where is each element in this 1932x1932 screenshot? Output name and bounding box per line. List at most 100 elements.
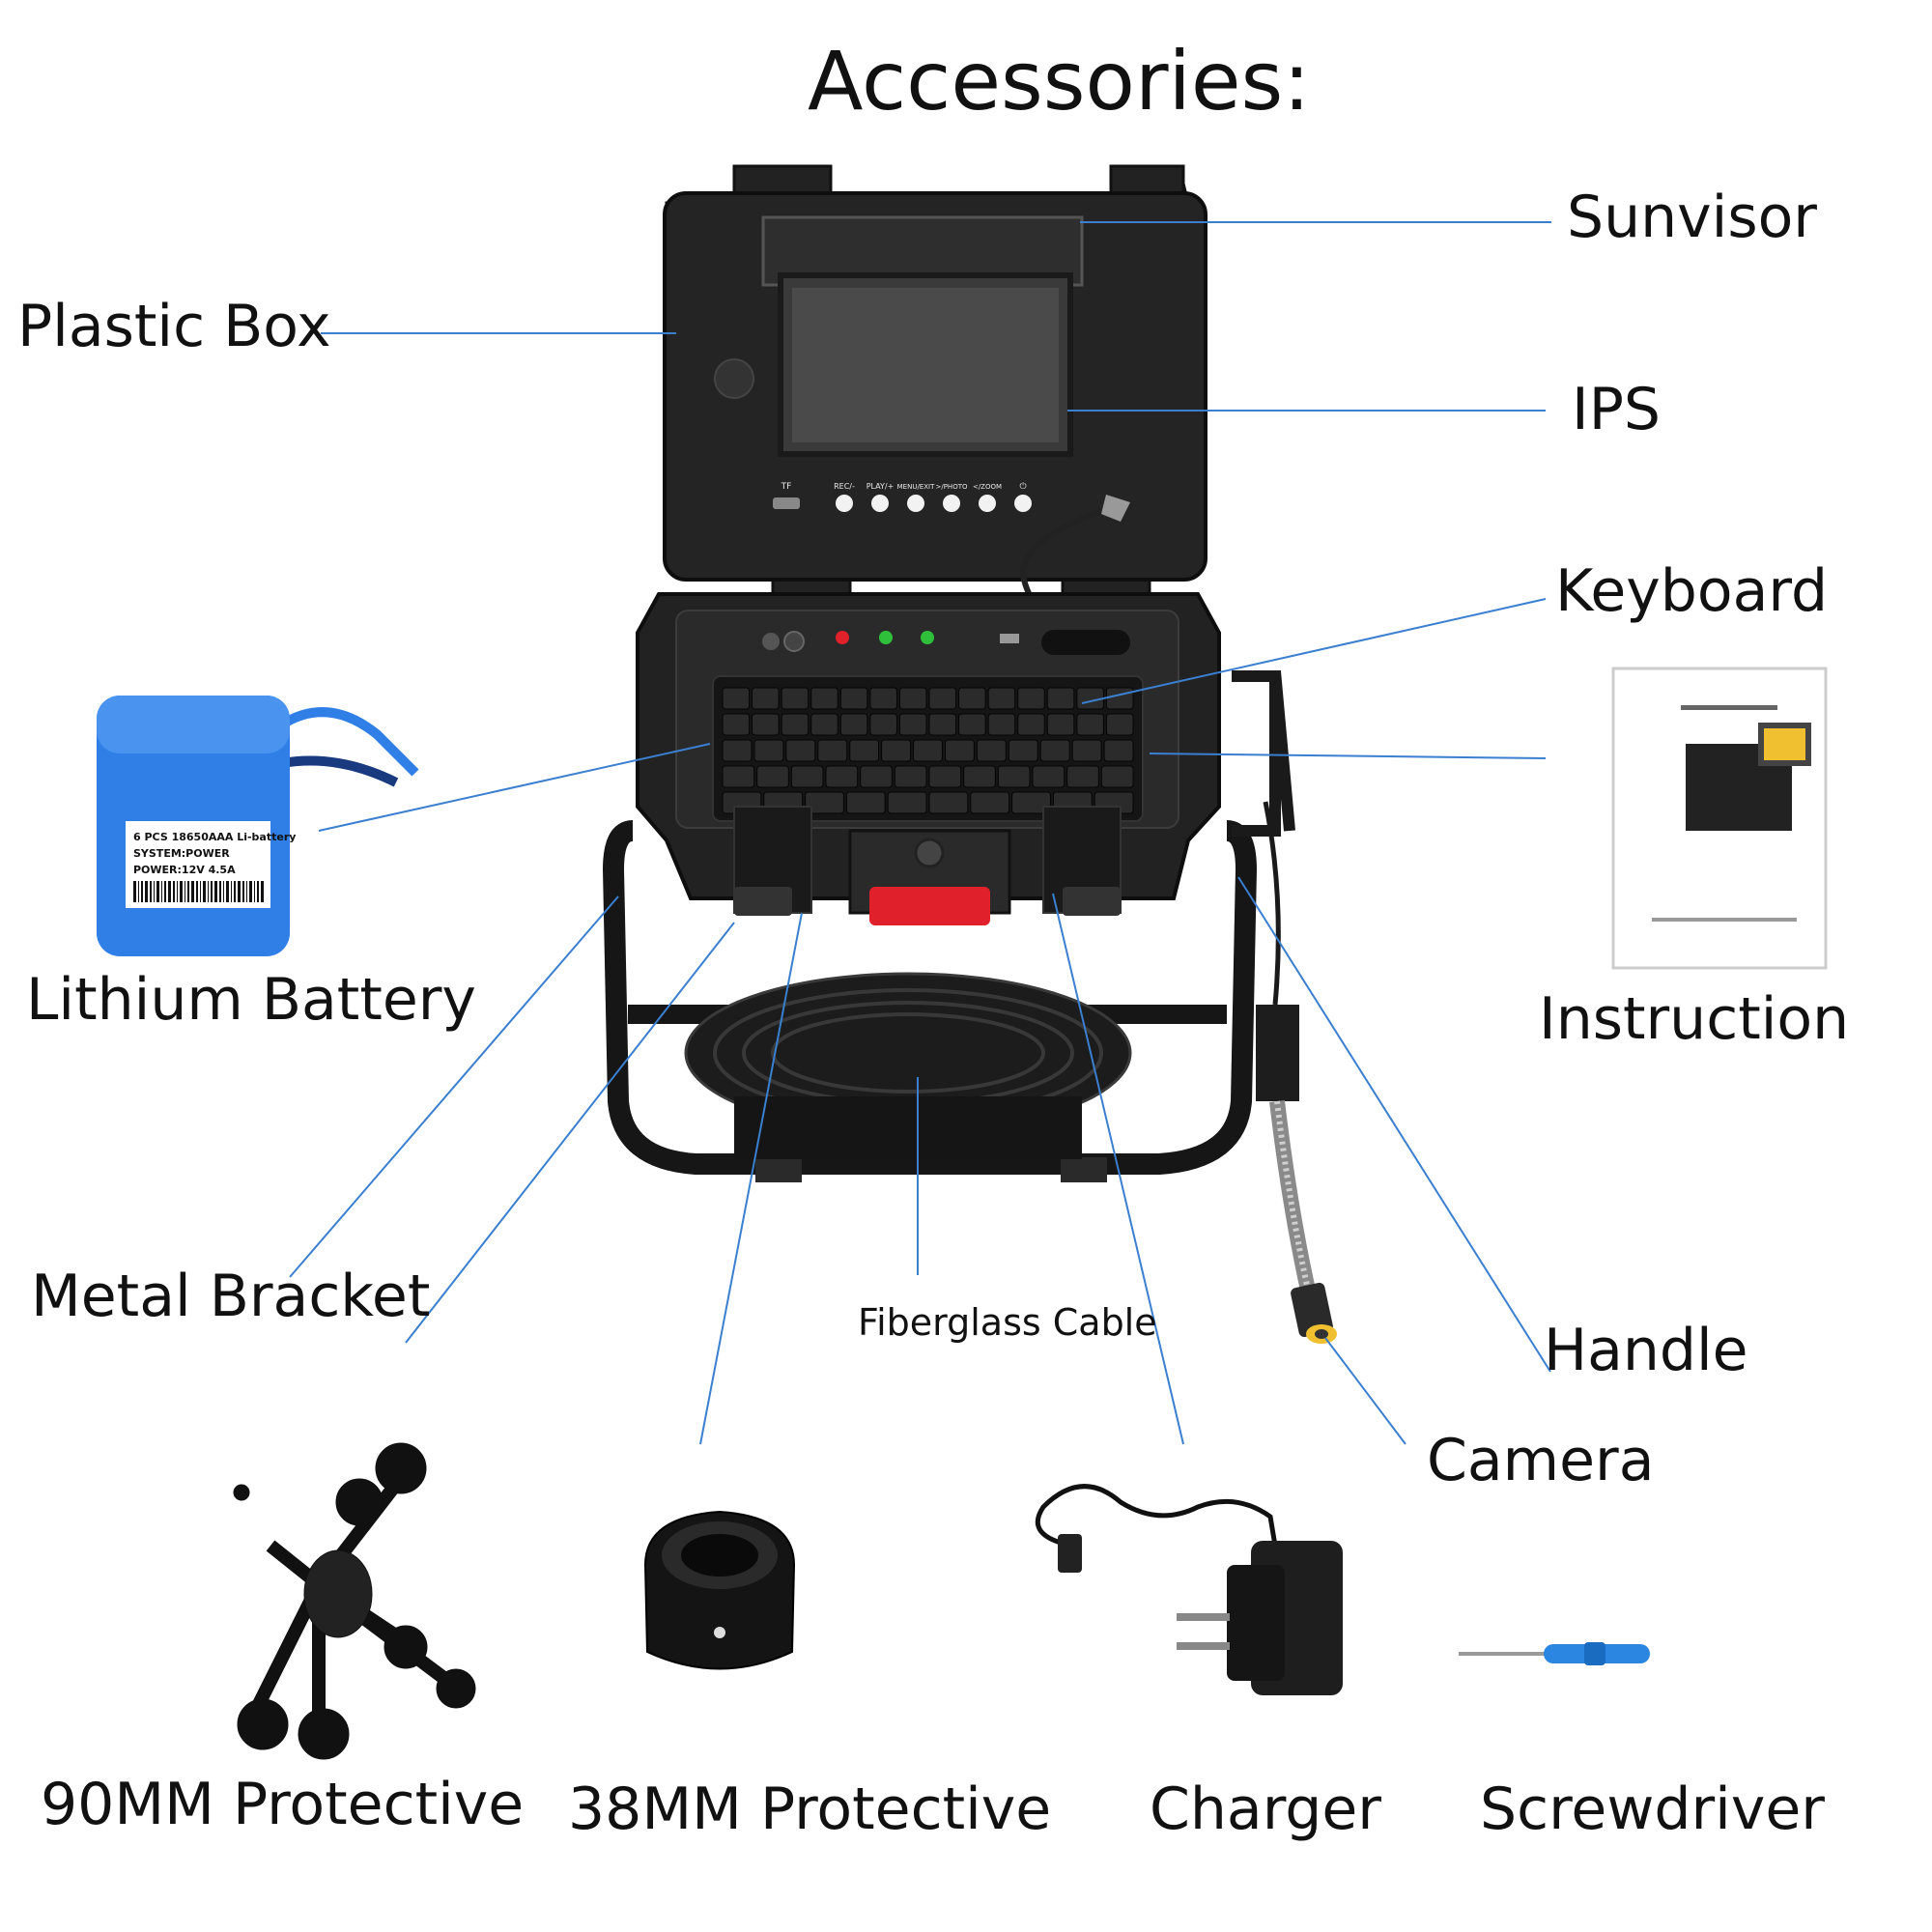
barcode-bar bbox=[154, 881, 155, 902]
keyboard-key bbox=[913, 739, 943, 762]
keyboard-key bbox=[894, 765, 927, 788]
barcode-bar bbox=[254, 881, 255, 902]
label-camera: Camera bbox=[1427, 1427, 1655, 1494]
keyboard-key bbox=[810, 713, 838, 736]
leader-handle bbox=[1237, 876, 1551, 1373]
label-instruction: Instruction bbox=[1539, 985, 1850, 1053]
frame-foot-left bbox=[755, 1157, 802, 1182]
charger-part bbox=[1035, 1484, 1343, 1695]
manual-photo-display bbox=[1764, 728, 1805, 760]
keyboard-key bbox=[810, 687, 838, 710]
barcode-bar bbox=[196, 881, 198, 902]
clear-button bbox=[879, 631, 893, 644]
keyboard-key bbox=[987, 713, 1016, 736]
barcode-bar bbox=[231, 881, 232, 902]
dc-input bbox=[783, 631, 805, 652]
camera-head bbox=[1291, 1282, 1333, 1338]
keyboard-key bbox=[1103, 739, 1134, 762]
label-ips: IPS bbox=[1572, 376, 1661, 443]
label-plastic-box: Plastic Box bbox=[17, 293, 331, 360]
battery-label-line2: SYSTEM:POWER bbox=[133, 847, 230, 860]
barcode-bar bbox=[261, 881, 264, 902]
keyboard-key bbox=[1017, 687, 1045, 710]
battery-label-line3: POWER:12V 4.5A bbox=[133, 864, 236, 876]
keyboard-key bbox=[1008, 739, 1038, 762]
keyboard-key bbox=[860, 765, 893, 788]
barcode-bar bbox=[191, 881, 194, 902]
keyboard-key bbox=[1011, 791, 1051, 814]
barcode-bar bbox=[187, 881, 189, 902]
leader-keyboard-upper bbox=[1081, 598, 1547, 704]
barcode-bar bbox=[211, 881, 213, 902]
keyboard-key bbox=[790, 765, 824, 788]
side-handle bbox=[1232, 670, 1281, 837]
reel-stand bbox=[734, 1096, 1082, 1159]
keyboard-key bbox=[898, 687, 927, 710]
barcode-bar bbox=[133, 881, 136, 902]
leader-camera bbox=[1324, 1337, 1406, 1445]
barcode-bar bbox=[226, 881, 229, 902]
barcode-bar bbox=[203, 881, 206, 902]
usb-port bbox=[1000, 634, 1019, 643]
protective-38mm-part bbox=[643, 1510, 796, 1670]
keyboard-key bbox=[1105, 687, 1134, 710]
keyboard-key bbox=[1105, 713, 1134, 736]
keyboard-key bbox=[887, 791, 927, 814]
barcode-bar bbox=[164, 881, 166, 902]
keyboard-key bbox=[753, 739, 784, 762]
label-metal-bracket: Metal Bracket bbox=[31, 1263, 431, 1330]
keyboard-key bbox=[817, 739, 848, 762]
frame-foot-right bbox=[1061, 1157, 1107, 1182]
keyboard-key bbox=[722, 713, 751, 736]
keyboard-key bbox=[752, 687, 780, 710]
barcode-bar bbox=[214, 881, 217, 902]
keyboard-key bbox=[1100, 765, 1134, 788]
speaker-grille bbox=[714, 358, 754, 399]
label-keyboard: Keyboard bbox=[1555, 557, 1829, 625]
instruction-manual bbox=[1611, 667, 1828, 970]
keyboard-key bbox=[928, 765, 962, 788]
leader-charger bbox=[1052, 893, 1184, 1445]
right-foot bbox=[1063, 887, 1121, 916]
keyboard-key bbox=[1046, 713, 1075, 736]
keyboard-key bbox=[1071, 739, 1102, 762]
monitor-connector bbox=[1101, 495, 1130, 522]
keyboard-key bbox=[928, 687, 957, 710]
battery-wire-2 bbox=[281, 755, 399, 787]
barcode-bar bbox=[173, 881, 175, 902]
handle-grip bbox=[1269, 670, 1295, 832]
inspection-unit: TF REC/- PLAY/+ MENU/EXIT >/PHOTO </ZOOM… bbox=[602, 164, 1337, 1344]
camera-cable bbox=[1263, 801, 1281, 1006]
keyboard bbox=[712, 675, 1144, 822]
keyboard-key bbox=[869, 713, 897, 736]
cable-coil-3 bbox=[771, 1012, 1045, 1094]
spring-mount bbox=[1256, 1005, 1299, 1101]
leader-lithium-battery bbox=[318, 743, 711, 832]
power-button bbox=[1014, 495, 1032, 512]
label-sunvisor: Sunvisor bbox=[1567, 184, 1817, 251]
keyboard-key bbox=[839, 713, 868, 736]
keyboard-key bbox=[944, 739, 975, 762]
lithium-battery: 6 PCS 18650AAA Li-battery SYSTEM:POWER P… bbox=[97, 696, 419, 956]
keyboard-key bbox=[722, 765, 755, 788]
barcode-bar bbox=[180, 881, 183, 902]
keyboard-key bbox=[958, 713, 986, 736]
keyboard-key bbox=[781, 713, 810, 736]
on-off-button bbox=[836, 631, 849, 644]
zoom-button-label: </ZOOM bbox=[973, 483, 1002, 491]
leader-metal-bracket-2 bbox=[405, 922, 735, 1344]
cable-holder bbox=[1041, 630, 1130, 655]
menu-button-label: MENU/EXIT bbox=[897, 483, 935, 491]
protective-90mm-part bbox=[233, 1442, 476, 1760]
meter-button bbox=[921, 631, 934, 644]
keyboard-key bbox=[781, 687, 810, 710]
leader-lines bbox=[289, 221, 1551, 1445]
tf-button-label: TF bbox=[781, 482, 792, 492]
barcode-bar bbox=[238, 881, 241, 902]
barcode-bar bbox=[223, 881, 224, 902]
spring-coils bbox=[1274, 1100, 1312, 1295]
charge-port bbox=[762, 633, 780, 650]
tf-slot bbox=[773, 497, 800, 509]
